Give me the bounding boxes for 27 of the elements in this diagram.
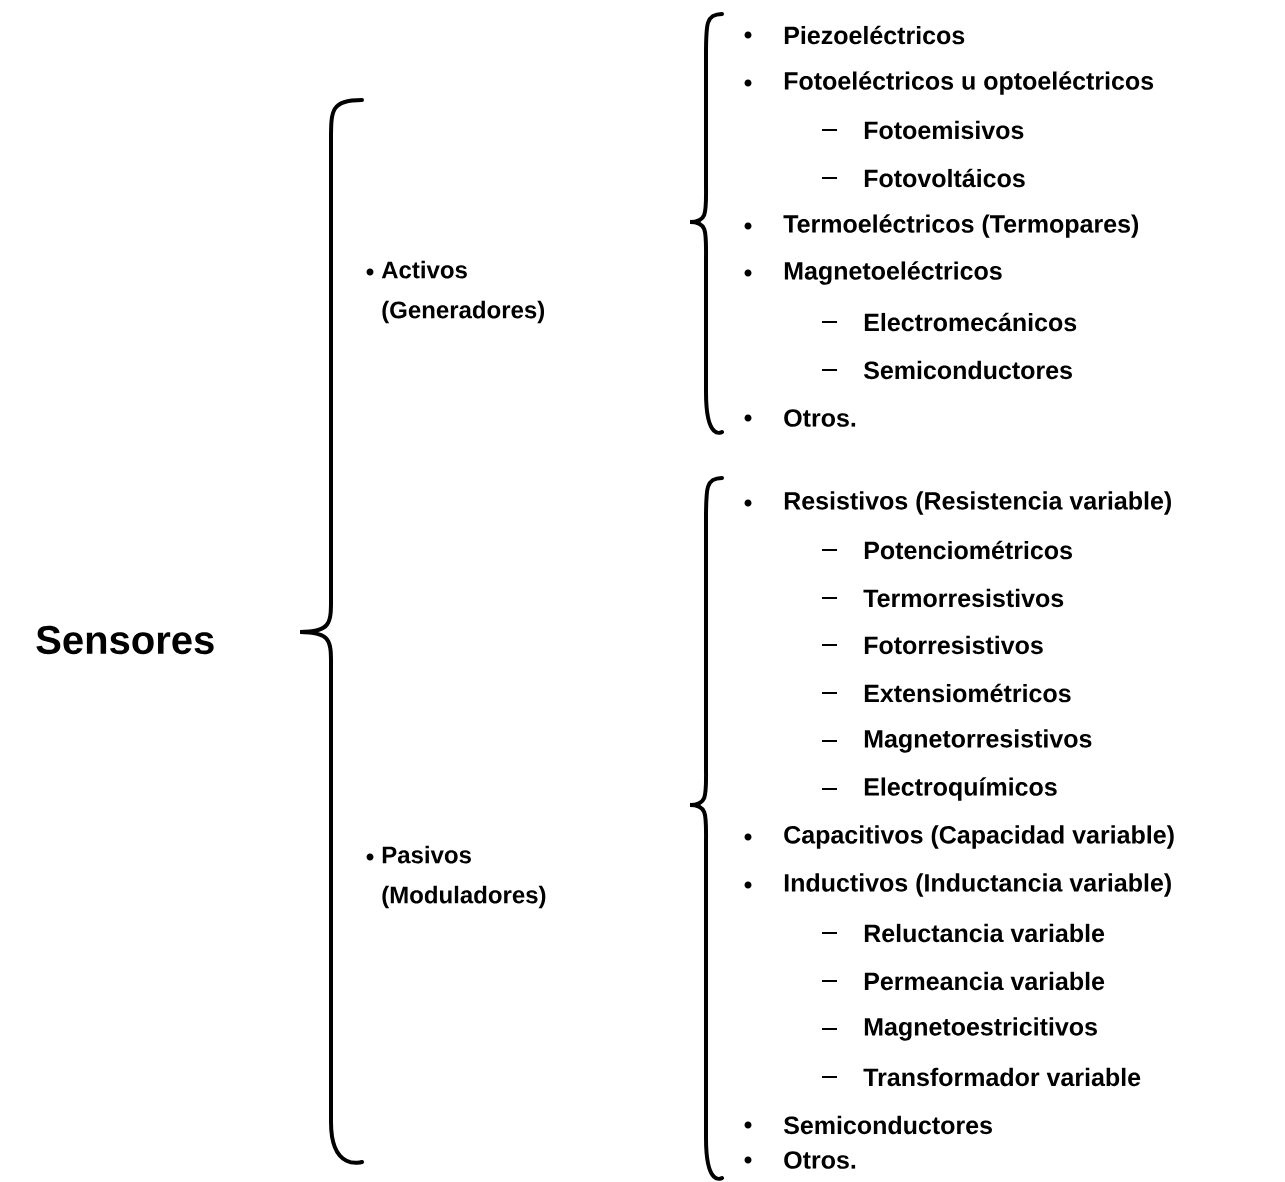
list-item: Piezoeléctricos (784, 25, 965, 45)
sub-item: Transformador variable (863, 1067, 1141, 1087)
sub-item: Permeancia variable (864, 971, 1105, 991)
sub-item: Fotovoltáicos (864, 168, 1025, 188)
sub-item: Magnetoestricitivos (864, 1017, 1097, 1041)
list-item: Fotoeléctricos u optoeléctricos (784, 71, 1154, 95)
sub-item: Termorresistivos (863, 588, 1064, 608)
list-item: Termoeléctricos (Termopares) (783, 214, 1139, 238)
category-label: Activos (Generadores) (381, 260, 545, 324)
sub-item: Fotorresistivos (864, 635, 1043, 655)
list-item: Otros. (784, 1151, 856, 1169)
sub-item: Fotoemisivos (864, 120, 1024, 140)
sub-item: Extensiométricos (864, 683, 1071, 703)
list-item: Magnetoeléctricos (784, 261, 1002, 285)
list-item: Inductivos (Inductancia variable) (784, 873, 1171, 897)
heading: Sensores (36, 625, 214, 655)
sub-item: Potenciométricos (864, 540, 1072, 560)
sub-item: Electromecánicos (864, 312, 1077, 332)
sub-item: Electroquímicos (864, 777, 1057, 801)
sub-item: Magnetorresistivos (864, 729, 1092, 753)
category-label: Pasivos (Moduladores) (382, 845, 546, 909)
list-item: Capacitivos (Capacidad variable) (784, 825, 1174, 849)
sub-item: Semiconductores (863, 360, 1072, 380)
list-item: Otros. (784, 409, 856, 427)
sub-item: Reluctancia variable (864, 923, 1105, 943)
list-item: Resistivos (Resistencia variable) (784, 491, 1171, 515)
list-item: Semiconductores (783, 1115, 992, 1135)
